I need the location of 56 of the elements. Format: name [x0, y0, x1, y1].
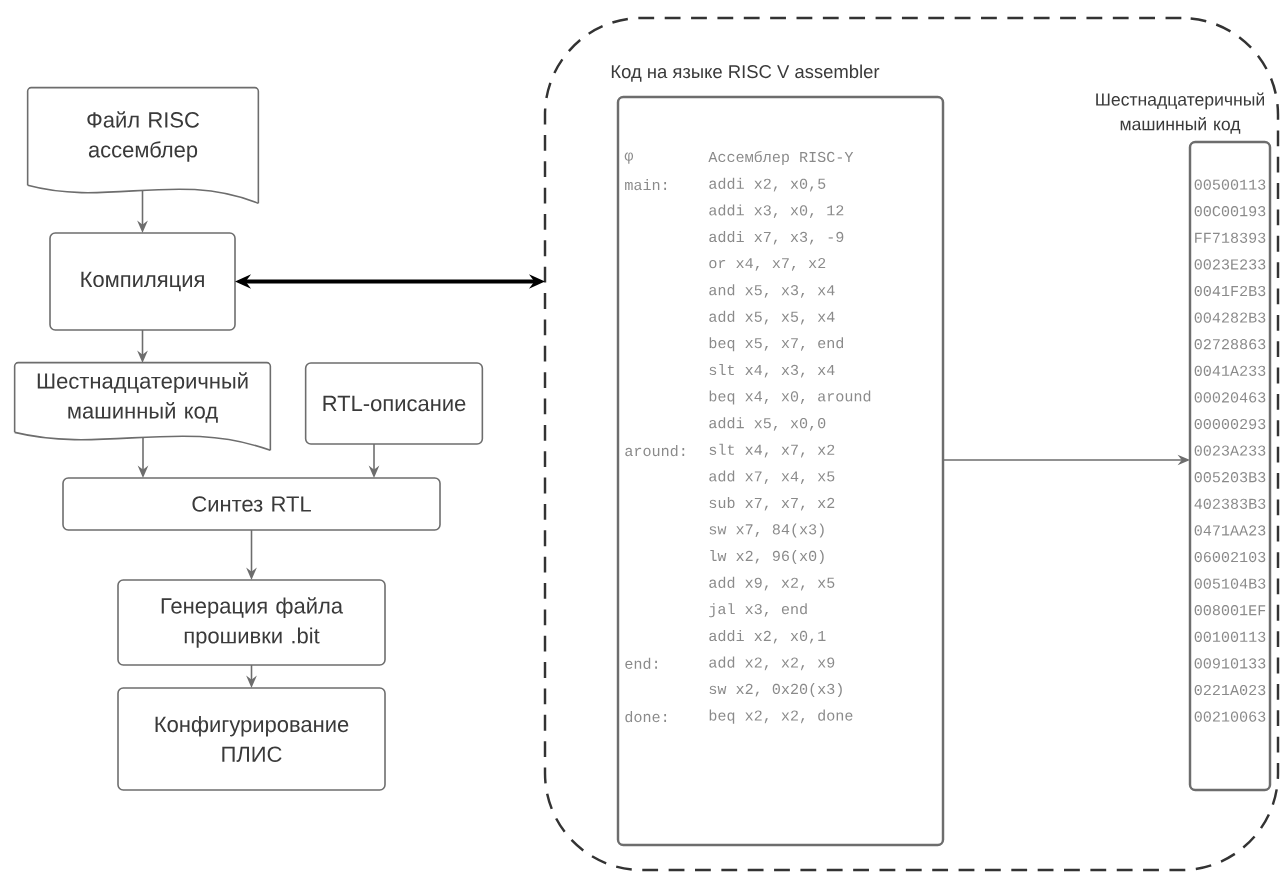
code-line: sw x7, 84(x3)	[709, 523, 824, 538]
code-line: Ассемблер RISC-Y	[708, 150, 854, 166]
code-line: slt x4, x7, x2	[709, 443, 835, 458]
dashed-region	[543, 16, 1280, 872]
hex-value: 0041A233	[1194, 365, 1266, 376]
code-label: end:	[625, 657, 657, 669]
hex-value: 00C00193	[1194, 206, 1266, 217]
process-box: Синтез RTL	[62, 477, 441, 531]
code-line: or x4, x7, x2	[709, 258, 826, 271]
code-line: lw x2, 96(x0)	[710, 550, 824, 565]
code-line: beq x4, x0, around	[709, 390, 871, 405]
code-line: slt x4, x3, x4	[709, 364, 835, 378]
code-line: addi x2, x0,1	[709, 630, 826, 644]
code-label: around:	[625, 445, 685, 457]
hex-value: 0023E233	[1194, 259, 1266, 270]
code-line: and x5, x3, x4	[709, 284, 835, 298]
hex-value: 0041F2B3	[1194, 285, 1266, 297]
hex-value: 00020463	[1194, 392, 1266, 403]
code-label: φ	[624, 152, 634, 164]
hex-value: 00100113	[1194, 631, 1266, 642]
hex-value: 00500113	[1194, 179, 1266, 190]
code-line: addi x7, x3, -9	[709, 231, 844, 245]
hex-value: 0471AA23	[1194, 525, 1266, 536]
process-box: Конфигурирование ПЛИС	[117, 687, 386, 791]
hex-value: 00910133	[1194, 658, 1266, 669]
code-line: addi x5, x0,0	[709, 417, 826, 431]
code-line: sub x7, x7, x2	[709, 497, 835, 511]
hex-value: 00210063	[1194, 711, 1266, 722]
hex-value: 06002103	[1194, 551, 1266, 563]
code-line: add x9, x2, x5	[709, 576, 835, 591]
hex-value: 004282B3	[1194, 312, 1266, 323]
code-line: add x2, x2, x9	[709, 656, 835, 671]
code-line: addi x2, x0,5	[709, 177, 826, 192]
code-line: beq x2, x2, done	[709, 709, 853, 724]
hex-value: 402383B3	[1194, 498, 1266, 509]
code-label: main:	[625, 179, 667, 191]
process-box: RTL-описание	[304, 362, 484, 445]
hex-value: 005203B3	[1194, 472, 1266, 483]
code-line: add x7, x4, x5	[709, 470, 835, 484]
hex-value: 02728863	[1194, 339, 1266, 350]
hex-value: 005104B3	[1194, 578, 1266, 589]
hex-value: 0023A233	[1194, 445, 1266, 456]
hex-value: 0221A023	[1194, 684, 1266, 696]
hex-value: FF718393	[1195, 232, 1266, 243]
hex-value: 008001EF	[1194, 605, 1266, 616]
panel-heading: Код на языке RISC V assembler	[611, 64, 880, 82]
panel-heading: Шестнадцатеричный машинный код	[1096, 92, 1264, 134]
hex-value: 00000293	[1194, 418, 1266, 430]
code-line: addi x3, x0, 12	[709, 204, 844, 218]
process-box: Компиляция	[49, 232, 236, 331]
code-line: add x5, x5, x4	[709, 310, 835, 325]
code-line: jal x3, end	[709, 603, 807, 618]
process-box: Генерация файла прошивки .bit	[117, 579, 386, 666]
code-line: beq x5, x7, end	[709, 337, 844, 352]
code-label: done:	[625, 711, 667, 723]
code-line: sw x2, 0x20(x3)	[709, 683, 842, 698]
